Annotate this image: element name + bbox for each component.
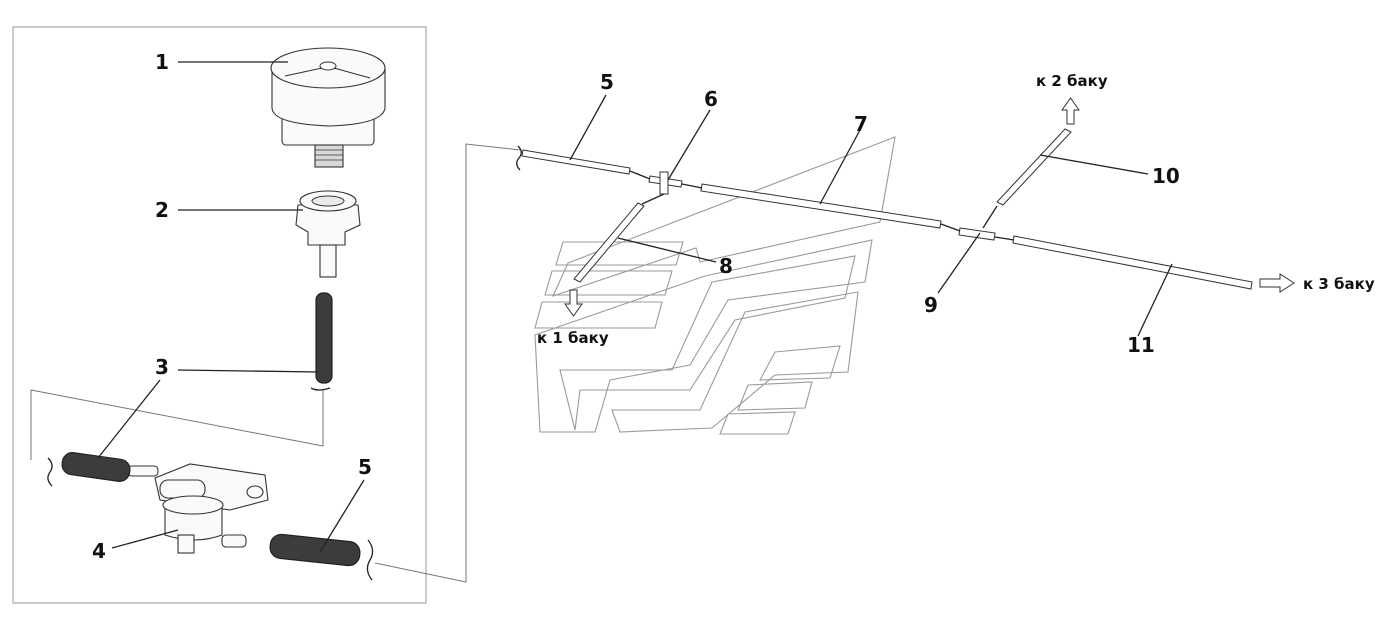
hose-link-frame — [30, 389, 324, 460]
adapter-fitting — [295, 190, 361, 278]
callout-7: 7 — [854, 112, 868, 136]
tube-network — [521, 128, 1253, 290]
tee-9-stub — [982, 205, 998, 229]
break-marks — [47, 145, 522, 581]
arrow-to-tank-2 — [1061, 97, 1080, 125]
label-to-tank-1: к 1 баку — [537, 329, 609, 347]
tee-9 — [958, 227, 996, 241]
callout-1: 1 — [155, 50, 169, 74]
callout-3: 3 — [155, 355, 169, 379]
label-to-tank-3: к 3 баку — [1303, 275, 1375, 293]
left-panel-frame — [12, 26, 427, 604]
label-to-tank-2: к 2 баку — [1036, 72, 1108, 90]
leader-lines — [97, 61, 1173, 553]
link-frame — [374, 143, 521, 583]
callout-9: 9 — [924, 293, 938, 317]
tube-7 — [700, 183, 942, 229]
callout-2: 2 — [155, 198, 169, 222]
tank-silhouette — [534, 136, 896, 435]
tube-5 — [521, 149, 631, 175]
callout-5-left: 5 — [358, 455, 372, 479]
tube-11 — [1012, 235, 1253, 290]
filter-cap — [270, 47, 386, 168]
callout-10: 10 — [1152, 164, 1180, 188]
arrow-to-tank-1 — [564, 289, 583, 317]
callout-5-right: 5 — [600, 70, 614, 94]
callout-4: 4 — [92, 539, 106, 563]
tee-6-stub — [659, 171, 669, 195]
vertical-hose — [315, 292, 333, 384]
inlet-hose — [61, 452, 131, 482]
fuel-valve — [127, 463, 269, 554]
arrow-to-tank-3 — [1259, 273, 1295, 293]
tube-10 — [996, 128, 1072, 206]
callout-6: 6 — [704, 87, 718, 111]
callout-11: 11 — [1127, 333, 1155, 357]
tube-8 — [573, 202, 645, 283]
outlet-hose — [269, 533, 361, 567]
flow-arrows — [564, 97, 1295, 317]
callout-8: 8 — [719, 254, 733, 278]
